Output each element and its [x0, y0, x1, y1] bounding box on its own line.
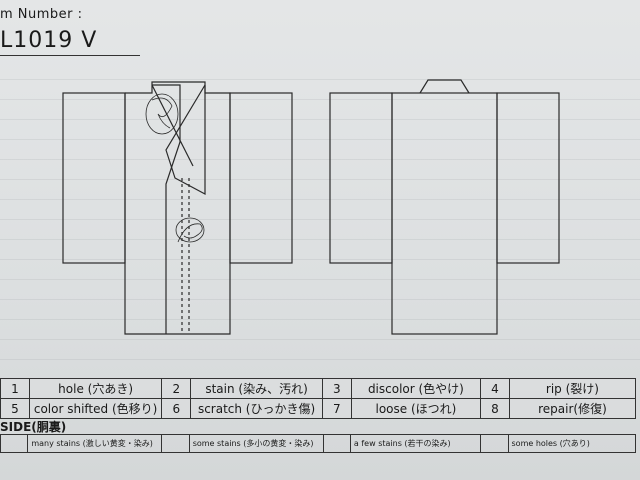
side-checkbox[interactable] [161, 434, 190, 453]
item-number-underline [0, 55, 140, 56]
legend-num: 4 [480, 378, 510, 399]
damage-legend-table: 1 hole (穴あき) 2 stain (染み、汚れ) 3 discolor … [0, 378, 637, 419]
legend-num: 6 [161, 398, 192, 419]
side-checkbox[interactable] [480, 434, 509, 453]
side-checkbox[interactable] [0, 434, 29, 453]
legend-label: stain (染み、汚れ) [190, 378, 323, 399]
side-option: some holes (穴あり) [507, 434, 636, 453]
kimono-diagram [0, 70, 640, 340]
front-right-sleeve [229, 92, 293, 264]
front-collar-right [165, 84, 206, 195]
side-option: many stains (激しい黄変・染み) [27, 434, 163, 453]
stain-mark-circle-2 [175, 217, 205, 243]
legend-label: repair(修復) [508, 398, 637, 419]
back-collar [419, 79, 470, 94]
legend-label: loose (ほつれ) [350, 398, 482, 419]
back-left-sleeve [329, 92, 393, 264]
back-right-sleeve [496, 92, 560, 264]
side-option: some stains (多小の黄変・染み) [188, 434, 324, 453]
side-option: a few stains (若干の染み) [349, 434, 482, 453]
legend-num: 3 [321, 378, 352, 399]
legend-num: 2 [161, 378, 192, 399]
item-number-value: L1019 V [0, 28, 98, 53]
legend-label: color shifted (色移り) [28, 398, 163, 419]
legend-label: scratch (ひっかき傷) [190, 398, 323, 419]
collar-crossing-line [151, 84, 194, 167]
stain-mark-circle-1 [145, 93, 179, 135]
side-checkbox[interactable] [322, 434, 351, 453]
stain-mark-scribble-2 [177, 223, 203, 243]
side-condition-table: many stains (激しい黄変・染み) some stains (多小の黄… [0, 434, 636, 453]
front-collar-left [152, 84, 181, 334]
stain-mark-scribble-1 [151, 97, 173, 129]
kimono-front [62, 81, 293, 335]
kimono-diagram-svg [62, 79, 560, 335]
legend-row: 1 hole (穴あき) 2 stain (染み、汚れ) 3 discolor … [0, 378, 637, 399]
legend-label: hole (穴あき) [28, 378, 163, 399]
back-body [391, 92, 498, 335]
side-row: many stains (激しい黄変・染み) some stains (多小の黄… [0, 434, 636, 453]
front-left-sleeve [62, 92, 126, 264]
legend-num: 8 [480, 398, 510, 419]
legend-label: rip (裂け) [508, 378, 637, 399]
legend-num: 1 [0, 378, 30, 399]
item-number-label: m Number : [0, 7, 83, 22]
legend-num: 7 [321, 398, 352, 419]
legend-label: discolor (色やけ) [350, 378, 482, 399]
legend-num: 5 [0, 398, 30, 419]
kimono-back [329, 79, 560, 335]
legend-row: 5 color shifted (色移り) 6 scratch (ひっかき傷) … [0, 398, 637, 419]
side-section-label: SIDE(胴裏) [0, 420, 67, 434]
